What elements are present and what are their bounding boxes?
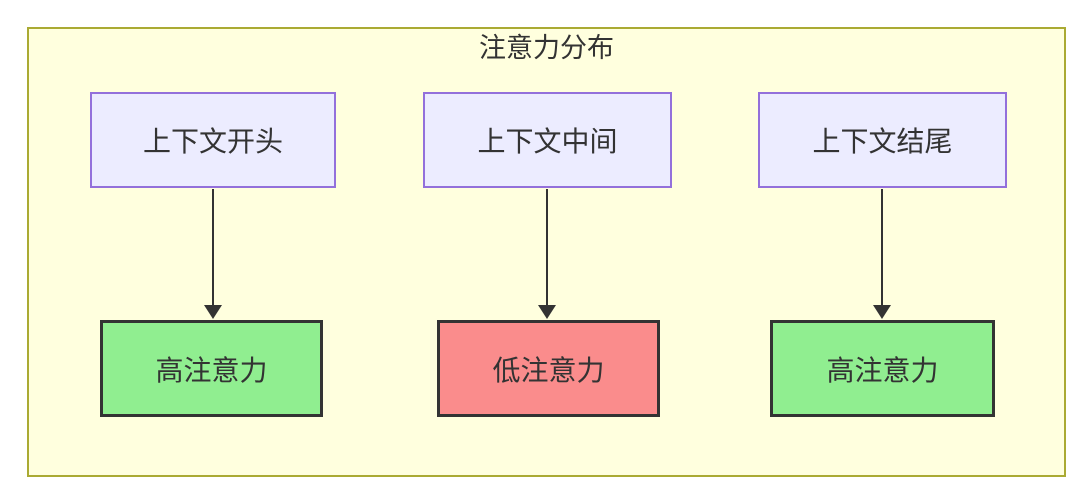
node-high-attention-2: 高注意力 [770,320,995,417]
arrow-line [212,189,214,307]
node-high-attention-1: 高注意力 [100,320,323,417]
node-low-attention: 低注意力 [437,320,660,417]
node-low-attention-label: 低注意力 [492,354,605,386]
node-context-end: 上下文结尾 [758,92,1007,188]
arrowhead-icon [204,305,222,319]
arrow-line [546,189,548,307]
node-context-start-label: 上下文开头 [142,126,283,157]
arrow-line [881,189,883,307]
node-high-attention-2-label: 高注意力 [826,354,939,386]
node-high-attention-1-label: 高注意力 [155,354,268,386]
arrowhead-icon [873,305,891,319]
node-context-middle: 上下文中间 [423,92,672,188]
node-context-middle-label: 上下文中间 [477,126,618,157]
arrowhead-icon [538,305,556,319]
node-context-start: 上下文开头 [90,92,336,188]
diagram-title: 注意力分布 [479,33,614,63]
node-context-end-label: 上下文结尾 [812,126,953,157]
